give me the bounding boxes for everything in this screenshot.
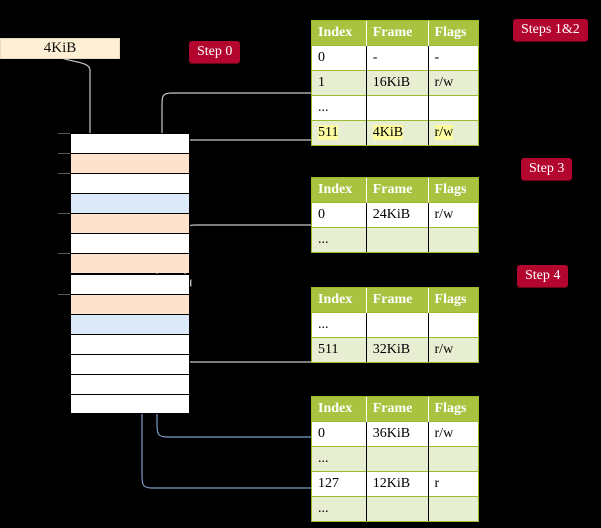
cell-flags xyxy=(428,496,478,521)
memory-tick-1 xyxy=(58,153,70,155)
column-header-frame: Frame xyxy=(366,178,429,203)
memory-frame-6 xyxy=(70,253,190,274)
memory-tick-8 xyxy=(58,293,70,295)
cell-flags: r/w xyxy=(428,202,478,228)
column-header-index: Index xyxy=(312,397,367,422)
memory-tick-0 xyxy=(58,133,70,134)
table-row: ... xyxy=(312,95,478,121)
memory-frame-9 xyxy=(70,313,190,334)
memory-frame-5 xyxy=(70,233,190,254)
badge-step-4: Step 4 xyxy=(517,265,569,287)
physical-memory-column xyxy=(58,133,190,414)
column-header-flags: Flags xyxy=(428,288,478,313)
column-header-frame: Frame xyxy=(366,288,429,313)
wire-t1-1-to-memory xyxy=(161,92,316,242)
cell-flags: r/w xyxy=(428,120,478,145)
column-header-flags: Flags xyxy=(428,21,478,46)
cell-flags xyxy=(428,95,478,121)
cell-index: 127 xyxy=(312,471,367,497)
cell-flags: r/w xyxy=(428,70,478,96)
table-row: ... xyxy=(312,496,478,521)
memory-frame-13 xyxy=(70,393,190,414)
cell-frame: 16KiB xyxy=(366,70,429,96)
badge-step-0: Step 0 xyxy=(189,41,241,63)
cell-flags: - xyxy=(428,45,478,71)
memory-frame-10 xyxy=(70,333,190,354)
column-header-index: Index xyxy=(312,178,367,203)
cell-index: ... xyxy=(312,95,367,121)
memory-frame-7 xyxy=(70,273,190,294)
cell-index: ... xyxy=(312,312,367,338)
memory-frame-2 xyxy=(70,173,190,194)
column-header-flags: Flags xyxy=(428,178,478,203)
cell-flags: r xyxy=(428,471,478,497)
memory-frame-12 xyxy=(70,373,190,394)
cell-frame: 36KiB xyxy=(366,421,429,447)
cell-index: 0 xyxy=(312,45,367,71)
cell-frame xyxy=(366,312,429,338)
table-row: 0-- xyxy=(312,45,478,71)
memory-frame-8 xyxy=(70,293,190,314)
cell-index: ... xyxy=(312,496,367,521)
table-row: ... xyxy=(312,312,478,338)
column-header-index: Index xyxy=(312,21,367,46)
cell-frame xyxy=(366,496,429,521)
column-header-index: Index xyxy=(312,288,367,313)
cell-frame: 4KiB xyxy=(366,120,429,145)
cell-frame: 12KiB xyxy=(366,471,429,497)
cell-frame: 24KiB xyxy=(366,202,429,228)
cell-frame xyxy=(366,446,429,472)
wire-t2-0-to-memory xyxy=(184,224,316,287)
memory-tick-6 xyxy=(58,253,70,255)
table-row: ... xyxy=(312,227,478,252)
memory-frame-0 xyxy=(70,133,190,154)
cell-flags: r/w xyxy=(428,337,478,362)
memory-tick-4 xyxy=(58,213,70,215)
table-row: ... xyxy=(312,446,478,472)
cell-index: 0 xyxy=(312,421,367,447)
cell-index: 0 xyxy=(312,202,367,228)
cell-flags: r/w xyxy=(428,421,478,447)
cell-index: 1 xyxy=(312,70,367,96)
cell-frame xyxy=(366,95,429,121)
wire-t4-127-to-memory xyxy=(135,326,316,489)
cell-index: ... xyxy=(312,227,367,252)
wire-t3-511-to-memory xyxy=(171,306,316,363)
badge-step-3: Step 3 xyxy=(521,158,573,180)
cell-flags xyxy=(428,227,478,252)
cell-index: ... xyxy=(312,446,367,472)
badge-steps-1-2: Steps 1&2 xyxy=(513,19,588,41)
cell-frame: 32KiB xyxy=(366,337,429,362)
column-header-flags: Flags xyxy=(428,397,478,422)
size-label-4kib: 4KiB xyxy=(0,38,120,59)
cell-flags xyxy=(428,446,478,472)
cell-frame xyxy=(366,227,429,252)
cell-index: 511 xyxy=(312,120,367,145)
memory-frame-1 xyxy=(70,153,190,174)
memory-tick-2 xyxy=(58,173,70,175)
column-header-frame: Frame xyxy=(366,397,429,422)
memory-frame-11 xyxy=(70,353,190,374)
wire-t4-0-to-memory xyxy=(150,224,316,438)
memory-frame-3 xyxy=(70,193,190,214)
cell-frame: - xyxy=(366,45,429,71)
column-header-frame: Frame xyxy=(366,21,429,46)
cell-flags xyxy=(428,312,478,338)
cell-index: 511 xyxy=(312,337,367,362)
memory-frame-4 xyxy=(70,213,190,234)
